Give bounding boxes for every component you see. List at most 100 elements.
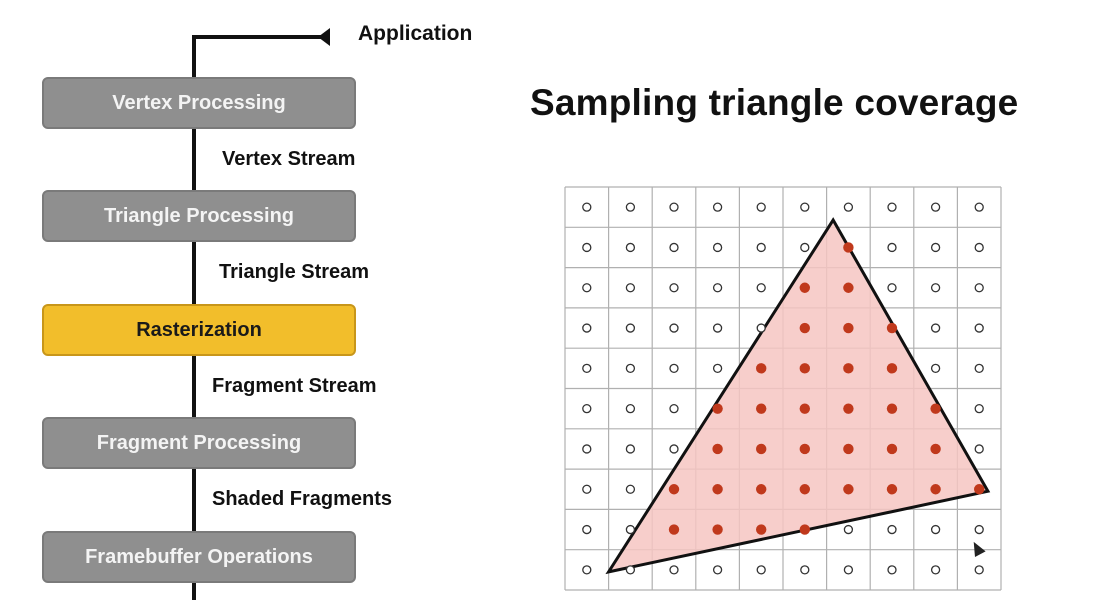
covered-sample [974, 484, 985, 495]
uncovered-sample [974, 283, 984, 293]
uncovered-sample [712, 323, 723, 333]
covered-sample [930, 484, 941, 495]
uncovered-sample [974, 403, 984, 414]
uncovered-sample [930, 283, 941, 293]
covered-sample [843, 363, 854, 374]
covered-sample [799, 282, 810, 293]
covered-sample [799, 524, 810, 535]
uncovered-sample [974, 242, 984, 253]
uncovered-sample [582, 565, 592, 575]
stage-label: Rasterization [136, 318, 262, 341]
uncovered-sample [930, 565, 941, 575]
covered-sample [886, 322, 898, 334]
uncovered-sample [669, 242, 679, 253]
uncovered-sample [756, 202, 766, 212]
uncovered-sample [582, 524, 592, 535]
uncovered-sample [974, 323, 984, 333]
uncovered-sample [625, 484, 636, 494]
pipeline-connector-horizontal [192, 35, 324, 39]
arrow-left-icon [318, 28, 330, 46]
uncovered-sample [887, 242, 897, 253]
uncovered-sample [974, 444, 984, 454]
covered-sample [930, 403, 941, 414]
uncovered-sample [974, 565, 984, 575]
uncovered-sample [930, 202, 941, 212]
uncovered-sample [887, 202, 897, 212]
uncovered-sample [669, 403, 679, 414]
uncovered-sample [712, 242, 723, 253]
uncovered-sample [887, 524, 897, 535]
stream-label-triangle: Triangle Stream [219, 261, 370, 283]
covered-sample [756, 524, 767, 535]
uncovered-sample [974, 202, 984, 212]
covered-sample [756, 443, 767, 455]
stage-rasterization: Rasterization [42, 304, 356, 356]
stage-vertex-processing: Vertex Processing [42, 77, 356, 129]
uncovered-sample [712, 202, 723, 212]
covered-sample [886, 484, 898, 495]
uncovered-sample [669, 363, 679, 374]
uncovered-sample [712, 363, 723, 374]
covered-sample [843, 403, 854, 414]
uncovered-sample [582, 242, 592, 253]
stage-label: Framebuffer Operations [85, 545, 313, 568]
covered-sample [668, 484, 680, 495]
stream-label-vertex: Vertex Stream [222, 148, 356, 170]
stream-label-fragment: Fragment Stream [212, 375, 377, 397]
uncovered-sample [756, 323, 766, 333]
uncovered-sample [625, 524, 636, 535]
covered-sample [756, 363, 767, 374]
uncovered-sample [669, 565, 679, 575]
uncovered-sample [669, 283, 679, 293]
stage-triangle-processing: Triangle Processing [42, 190, 356, 242]
uncovered-sample [669, 202, 679, 212]
uncovered-sample [974, 524, 984, 535]
covered-sample [799, 484, 810, 495]
stage-label: Triangle Processing [103, 204, 295, 227]
uncovered-sample [800, 202, 810, 212]
uncovered-sample [582, 484, 592, 494]
uncovered-sample [625, 444, 636, 454]
covered-sample [799, 443, 810, 455]
coverage-title: Sampling triangle coverage [530, 82, 1019, 123]
covered-sample [712, 524, 723, 535]
stage-fragment-processing: Fragment Processing [42, 417, 356, 469]
covered-sample [886, 403, 898, 414]
uncovered-sample [625, 363, 636, 374]
covered-sample [799, 322, 810, 334]
uncovered-sample [843, 524, 854, 535]
stage-framebuffer-operations: Framebuffer Operations [42, 531, 356, 583]
covered-sample [930, 443, 941, 455]
sample-points [582, 202, 985, 575]
uncovered-sample [887, 565, 897, 575]
uncovered-sample [625, 565, 636, 575]
uncovered-sample [582, 444, 592, 454]
uncovered-sample [625, 323, 636, 333]
uncovered-sample [800, 242, 810, 253]
uncovered-sample [582, 403, 592, 414]
uncovered-sample [930, 242, 941, 253]
uncovered-sample [582, 283, 592, 293]
uncovered-sample [625, 283, 636, 293]
application-label: Application [358, 22, 473, 45]
covered-sample [843, 443, 854, 455]
uncovered-sample [669, 323, 679, 333]
uncovered-sample [756, 242, 766, 253]
stage-label: Fragment Processing [96, 431, 302, 454]
covered-sample [756, 484, 767, 495]
covered-sample [843, 282, 854, 293]
covered-sample [756, 403, 767, 414]
uncovered-sample [887, 283, 897, 293]
uncovered-sample [974, 363, 984, 374]
uncovered-sample [582, 363, 592, 374]
covered-sample [843, 242, 854, 253]
covered-sample [843, 322, 854, 334]
uncovered-sample [669, 444, 679, 454]
covered-sample [712, 443, 723, 455]
covered-sample [712, 484, 723, 495]
uncovered-sample [843, 202, 854, 212]
uncovered-sample [756, 283, 766, 293]
uncovered-sample [930, 323, 941, 333]
covered-sample [843, 484, 854, 495]
